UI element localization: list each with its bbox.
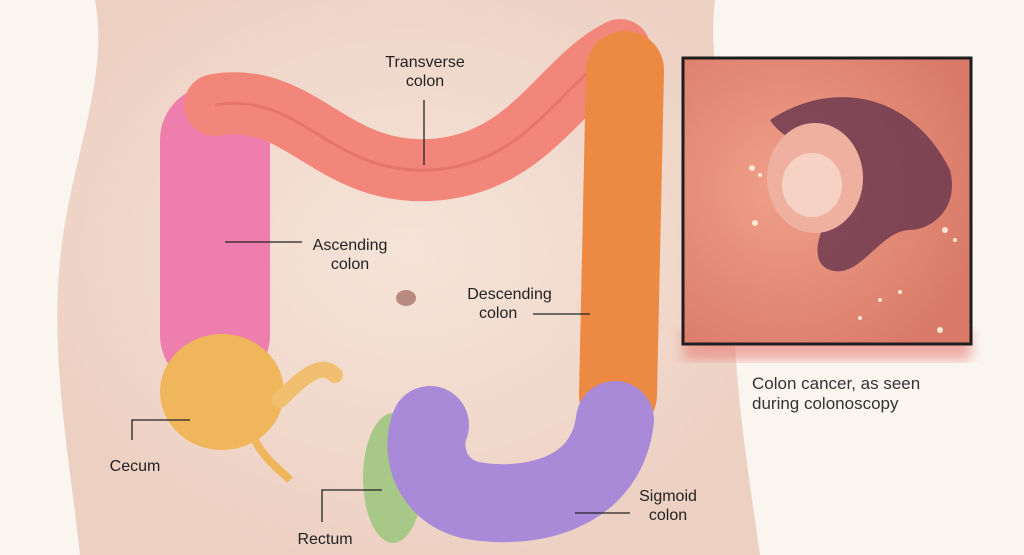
label-line: Transverse bbox=[385, 54, 465, 71]
sigmoid-colon bbox=[387, 381, 654, 543]
label-line: Sigmoid bbox=[639, 488, 697, 505]
caption-line: during colonoscopy bbox=[752, 394, 899, 413]
navel bbox=[396, 290, 416, 306]
leader-lines bbox=[131, 100, 630, 522]
label-rectum: Rectum bbox=[297, 531, 353, 548]
label-sigmoid-colon: Sigmoid colon bbox=[628, 487, 708, 525]
colonoscopy-inset-image bbox=[681, 56, 973, 346]
label-cecum: Cecum bbox=[109, 458, 161, 475]
label-line: Ascending bbox=[312, 237, 388, 254]
label-transverse-colon: Transverse colon bbox=[360, 53, 490, 91]
descending-colon bbox=[579, 31, 664, 434]
label-line: colon bbox=[648, 507, 688, 524]
label-line: colon bbox=[479, 305, 518, 322]
label-line: colon bbox=[405, 73, 445, 90]
label-descending-colon: Descending colon bbox=[447, 285, 572, 323]
label-line: colon bbox=[330, 256, 370, 273]
caption-line: Colon cancer, as seen bbox=[752, 374, 921, 393]
cecum bbox=[160, 334, 284, 450]
label-line: Descending bbox=[467, 286, 552, 303]
inset-caption: Colon cancer, as seen during colonoscopy bbox=[752, 374, 920, 414]
appendix bbox=[272, 361, 343, 408]
label-ascending-colon: Ascending colon bbox=[300, 236, 400, 274]
